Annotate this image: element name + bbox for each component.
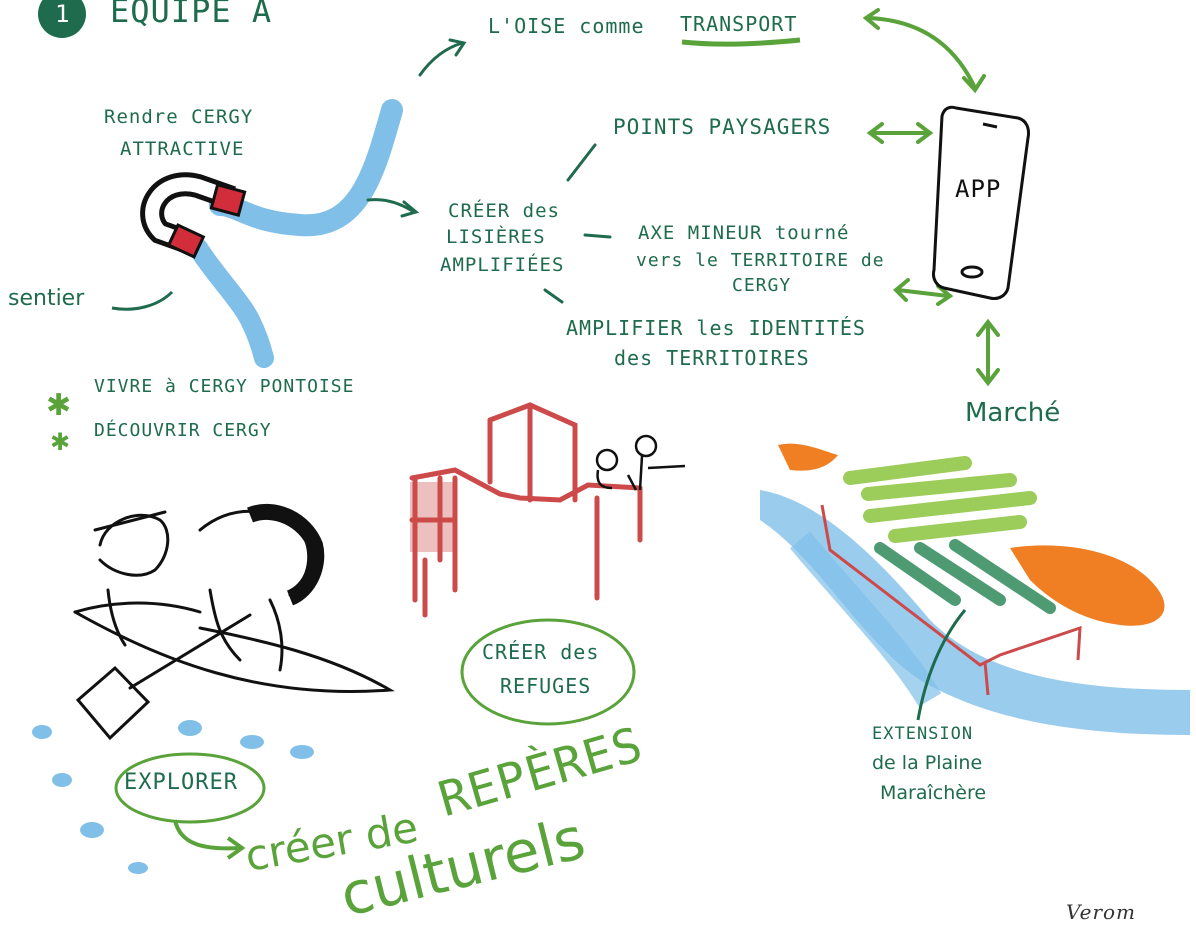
bullet-decouvrir: DÉCOUVRIR CERGY bbox=[94, 420, 272, 441]
explorer-arrow-head bbox=[226, 836, 246, 860]
building-sketch bbox=[409, 402, 643, 618]
river-stroke-lower bbox=[188, 238, 274, 368]
extension-line-3: Maraîchère bbox=[880, 782, 987, 804]
hair-scribble bbox=[247, 503, 325, 606]
attract-line-2: ATTRACTIVE bbox=[120, 138, 245, 160]
refuges-line-1: CRÉER des bbox=[482, 640, 600, 664]
attract-line-1: Rendre CERGY bbox=[104, 106, 254, 128]
arrow-icon bbox=[366, 38, 612, 304]
star-icon: ✱ bbox=[46, 388, 71, 423]
green-double-arrows bbox=[862, 8, 1000, 387]
lisieres-line-2: LISIÈRES bbox=[446, 226, 546, 248]
lisieres-line-3: AMPLIFIÉES bbox=[440, 254, 565, 276]
sentier-line bbox=[111, 290, 174, 311]
explorer-bubble bbox=[114, 752, 266, 824]
sentier-label: sentier bbox=[8, 286, 85, 311]
transport-underline bbox=[681, 37, 801, 47]
axe-line-1: AXE MINEUR tourné bbox=[638, 222, 850, 244]
extension-line-1: EXTENSION bbox=[872, 724, 974, 744]
landscape-sketch bbox=[760, 443, 1190, 735]
star-icon: ✱ bbox=[50, 428, 70, 456]
magnet-icon bbox=[140, 172, 247, 259]
canoe-scene bbox=[73, 509, 395, 741]
artist-signature: Verom bbox=[1066, 900, 1137, 924]
transport-label: TRANSPORT bbox=[680, 12, 798, 36]
refuges-bubble bbox=[460, 618, 636, 726]
refuges-line-2: REFUGES bbox=[500, 674, 592, 698]
app-label: APP bbox=[955, 175, 1002, 203]
explorer-label: EXPLORER bbox=[124, 770, 238, 795]
people-sketch bbox=[595, 434, 686, 491]
amplifier-line-1: AMPLIFIER les IDENTITÉS bbox=[566, 316, 866, 340]
bullet-vivre: VIVRE à CERGY PONTOISE bbox=[94, 376, 355, 397]
lisieres-line-1: CRÉER des bbox=[448, 200, 560, 222]
points-paysagers-label: POINTS PAYSAGERS bbox=[613, 115, 832, 139]
team-number: 1 bbox=[55, 0, 71, 28]
phone-icon bbox=[932, 105, 1030, 300]
explorer-arrow bbox=[173, 819, 241, 851]
water-dots bbox=[32, 720, 314, 874]
team-number-badge bbox=[38, 0, 86, 38]
axe-line-2: vers le TERRITOIRE de bbox=[636, 250, 885, 271]
building-hatch bbox=[410, 482, 454, 552]
page-title: ÉQUIPE A bbox=[110, 0, 273, 30]
amplifier-line-2: des TERRITOIRES bbox=[614, 346, 810, 370]
marche-label: Marché bbox=[965, 398, 1061, 428]
extension-line-2: de la Plaine bbox=[872, 752, 983, 774]
axe-line-3: CERGY bbox=[732, 275, 792, 296]
oise-label: L'OISE comme bbox=[488, 14, 645, 38]
